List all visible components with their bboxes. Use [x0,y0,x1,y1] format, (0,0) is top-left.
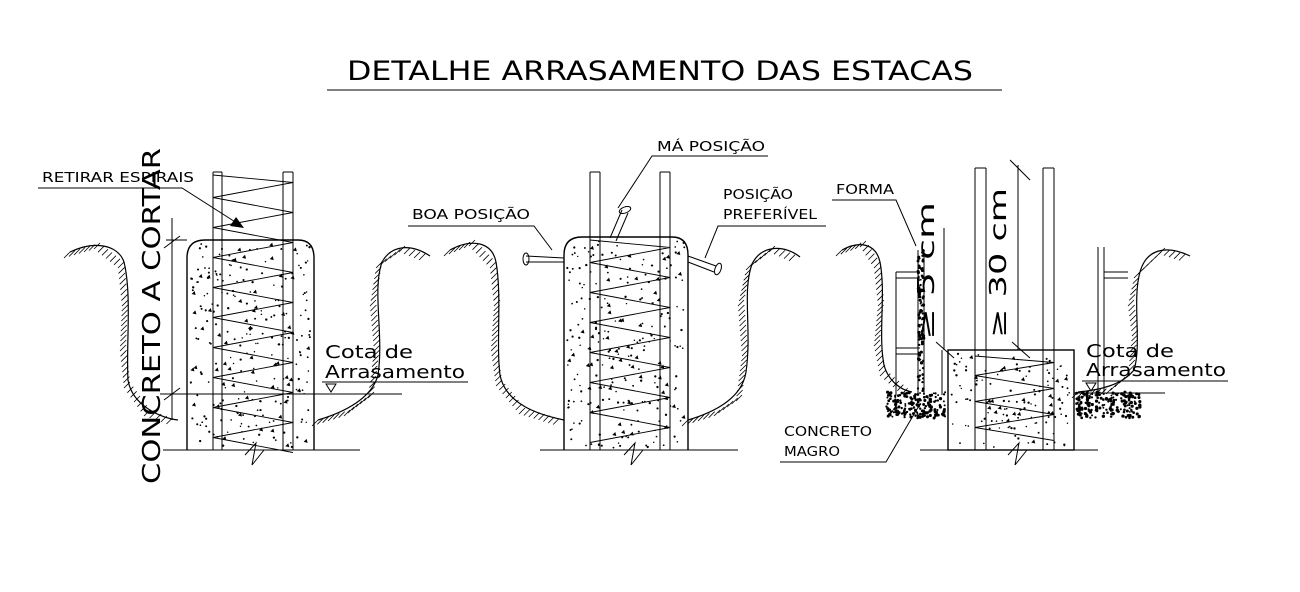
dim-30cm-bottom-tick [1011,341,1031,359]
retirar-espirais-label: RETIRAR ESPIRAIS [42,171,194,186]
ma-posicao-leader [617,155,768,209]
left-soil-hatch [63,242,426,427]
middle-pile-break-mark [623,441,644,466]
right-pile-stub [947,349,1075,451]
preferivel-label: PREFERÍVEL [723,207,818,223]
middle-soil-hatch [443,239,796,427]
right-pile-detail: ≥ 30 cm ≥ 5 cm FORMA Cota de Arrasamento… [780,159,1228,466]
right-spiral-stirrups [974,355,1055,441]
forma-leader [832,199,917,247]
cota-level-marker-right [1085,382,1097,392]
cota-level-marker-left [325,383,337,393]
cota-de-label-right: Cota de [1086,341,1174,362]
dim-5cm-tick [935,341,955,359]
right-soil-hatch [835,240,1186,399]
arrasamento-label-left: Arrasamento [325,362,465,383]
middle-pile-concrete-stipple [566,240,686,449]
left-pile-detail: CONCRETO A CORTAR RETIRAR ESPIRAIS Cota … [38,148,468,484]
dim-30cm-top-tick [1009,159,1031,181]
magro-label: MAGRO [784,445,840,460]
left-spiral-stirrups [212,174,294,453]
posicao-preferivel-chisel [687,255,722,276]
concreto-magro-left-fill [885,390,947,420]
posicao-preferivel-leader [704,225,826,259]
concreto-label: CONCRETO [784,425,872,440]
forma-board-fill [916,249,926,394]
posicao-label: POSIÇÃO [723,187,793,203]
left-pile-break-mark [244,441,265,466]
boa-posicao-leader [408,225,553,251]
middle-pile-detail: BOA POSIÇÃO MÁ POSIÇÃO POSIÇÃO PREFERÍVE… [408,139,826,466]
dim-30cm-label: ≥ 30 cm [986,188,1012,338]
left-soil-right-bank [317,247,431,421]
middle-soil-right-bank [687,247,801,421]
right-soil-right-bank [1077,249,1191,393]
boa-posicao-label: BOA POSIÇÃO [412,207,530,223]
right-soil-left-bank [841,244,913,393]
dim-5cm-label: ≥ 5 cm [914,202,940,340]
right-pile-concrete-stipple [950,352,1071,448]
right-pile-break-mark [1007,441,1028,466]
middle-spiral-stirrups [589,239,671,443]
middle-soil-left-bank [449,242,565,421]
left-dim-top-tick [163,235,181,249]
left-soil-left-bank [69,244,179,421]
concreto-magro-right-fill [1075,390,1142,420]
retirar-espirais-leader [38,187,241,226]
arrasamento-label-right: Arrasamento [1086,360,1226,381]
boa-posicao-chisel [522,252,565,266]
middle-pile-outline [563,236,689,450]
left-pile-outline [186,239,315,450]
forma-label: FORMA [836,183,894,198]
drawing-title: DETALHE ARRASAMENTO DAS ESTACAS [347,56,973,87]
ma-posicao-chisel [609,206,632,242]
retirar-espirais-arrowhead [230,217,244,228]
concreto-magro-leader [780,403,921,463]
concreto-a-cortar-label: CONCRETO A CORTAR [137,148,166,484]
cota-de-label-left: Cota de [325,342,413,363]
ma-posicao-label: MÁ POSIÇÃO [657,139,765,155]
